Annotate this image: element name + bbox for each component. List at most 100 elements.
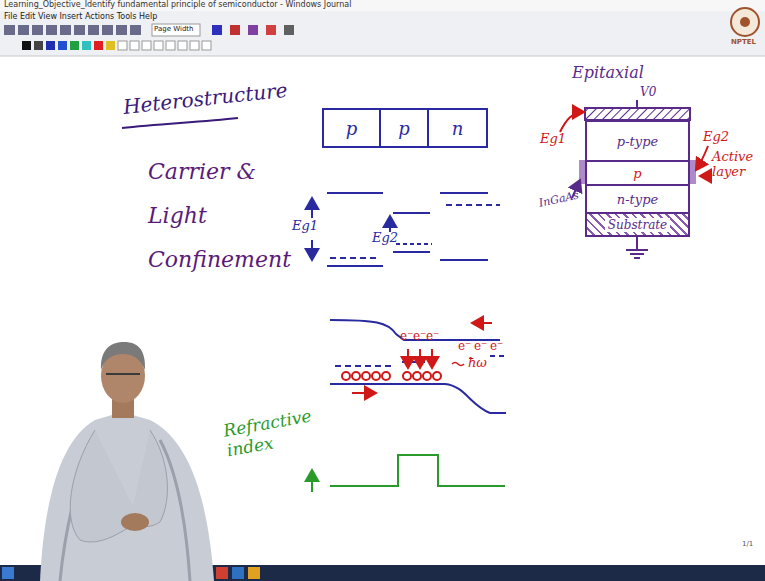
drawing-part — [18, 25, 29, 35]
drawing-part — [130, 25, 141, 35]
layer-cell: n — [427, 108, 488, 148]
drawing-part — [440, 192, 488, 194]
drawing-part — [34, 41, 43, 50]
drawing-part — [362, 372, 370, 380]
bandgap-label: Eg1 — [292, 219, 318, 234]
drawing-part — [4, 25, 141, 35]
drawing-part — [58, 41, 67, 50]
device-stack — [560, 100, 712, 258]
node-text: p — [346, 118, 358, 139]
photon-label: ħω — [468, 356, 487, 371]
drawing-part — [190, 41, 199, 50]
drawing-part — [389, 216, 391, 232]
drawing-part — [2, 567, 14, 579]
drawing-part — [152, 24, 200, 36]
drawing-part — [452, 363, 464, 366]
drawing-part — [118, 41, 127, 50]
menu-bar: File Edit View Insert Actions Tools Help — [4, 12, 157, 21]
drawing-part — [248, 567, 260, 579]
bandgap-label: Eg2 — [372, 231, 398, 246]
drawing-part — [94, 41, 103, 50]
drawing-part — [101, 342, 145, 370]
drawing-part — [22, 41, 211, 50]
drawing-part — [311, 470, 313, 492]
drawing-part — [352, 392, 376, 394]
drawing-part — [0, 0, 765, 56]
drawing-part — [330, 384, 506, 413]
drawing-part — [382, 372, 390, 380]
drawing-part — [393, 212, 430, 214]
drawing-part — [0, 0, 765, 11]
material-label: InGaAs — [538, 190, 580, 211]
drawing-part — [116, 25, 127, 35]
active-layer: p — [585, 160, 690, 186]
drawing-part — [32, 25, 43, 35]
drawing-part — [130, 41, 139, 50]
drawing-part — [490, 355, 506, 357]
drawing-part — [106, 41, 115, 50]
drawing-part — [40, 412, 214, 581]
lecturer-figure — [40, 342, 214, 581]
drawing-part — [740, 17, 750, 27]
drawing-part — [396, 243, 432, 245]
electron-mark: e⁻ — [458, 340, 471, 354]
topic-note: Carrier & Light Confinement — [148, 150, 288, 282]
node-text: n — [452, 118, 464, 139]
window-title: Learning_Objective_Identify fundamental … — [4, 0, 351, 9]
node-text: p — [398, 118, 410, 139]
drawing-part — [431, 349, 433, 368]
node-text: p-type — [617, 134, 658, 149]
device-layer: n-type — [585, 184, 690, 214]
drawing-part — [311, 240, 313, 260]
node-text: n-type — [617, 192, 658, 207]
drawing-part — [4, 25, 15, 35]
drawing-part — [403, 372, 411, 380]
drawing-part — [700, 175, 712, 177]
band-diagram-flat — [312, 193, 500, 266]
drawing-part — [106, 373, 140, 375]
device-layer: p-type — [585, 120, 690, 162]
electron-mark: e⁻ — [400, 330, 413, 344]
node-text: p — [633, 166, 641, 181]
layer-cell: p — [379, 108, 429, 148]
drawing-part — [402, 361, 432, 363]
drawing-part — [372, 372, 380, 380]
drawing-part — [0, 56, 765, 57]
drawing-part — [130, 430, 167, 526]
electron-mark: e⁻ — [426, 330, 439, 344]
drawing-part — [46, 25, 57, 35]
heading: Heterostructure — [122, 79, 289, 119]
axis-label: Refractive index — [222, 406, 317, 460]
drawing-part — [330, 455, 505, 486]
drawing-part — [342, 372, 350, 380]
drawing-part — [413, 372, 421, 380]
node-text: Substrate — [605, 218, 670, 232]
drawing-part — [216, 567, 228, 579]
drawing-part — [154, 41, 163, 50]
drawing-part — [46, 41, 55, 50]
drawing-part — [230, 25, 240, 35]
drawing-part — [423, 372, 431, 380]
drawing-part — [440, 259, 488, 261]
band-diagram-biased — [330, 320, 506, 413]
drawing-part — [74, 25, 85, 35]
drawing-part — [696, 146, 708, 170]
drawing-part — [102, 25, 113, 35]
drawing-part — [142, 41, 151, 50]
drawing-part — [88, 25, 99, 35]
carrier-marks — [342, 323, 492, 393]
drawing-part — [166, 41, 175, 50]
drawing-part — [327, 192, 383, 194]
drawing-part — [327, 265, 383, 267]
electron-mark: e⁻ — [490, 340, 503, 354]
drawing-part — [70, 41, 79, 50]
drawing-part — [121, 513, 149, 531]
drawing-part — [407, 349, 409, 368]
drawing-part — [419, 349, 421, 368]
drawing-part — [60, 25, 71, 35]
drawing-part — [626, 236, 648, 258]
title-note: Epitaxial — [572, 64, 644, 82]
drawing-part — [330, 257, 380, 259]
